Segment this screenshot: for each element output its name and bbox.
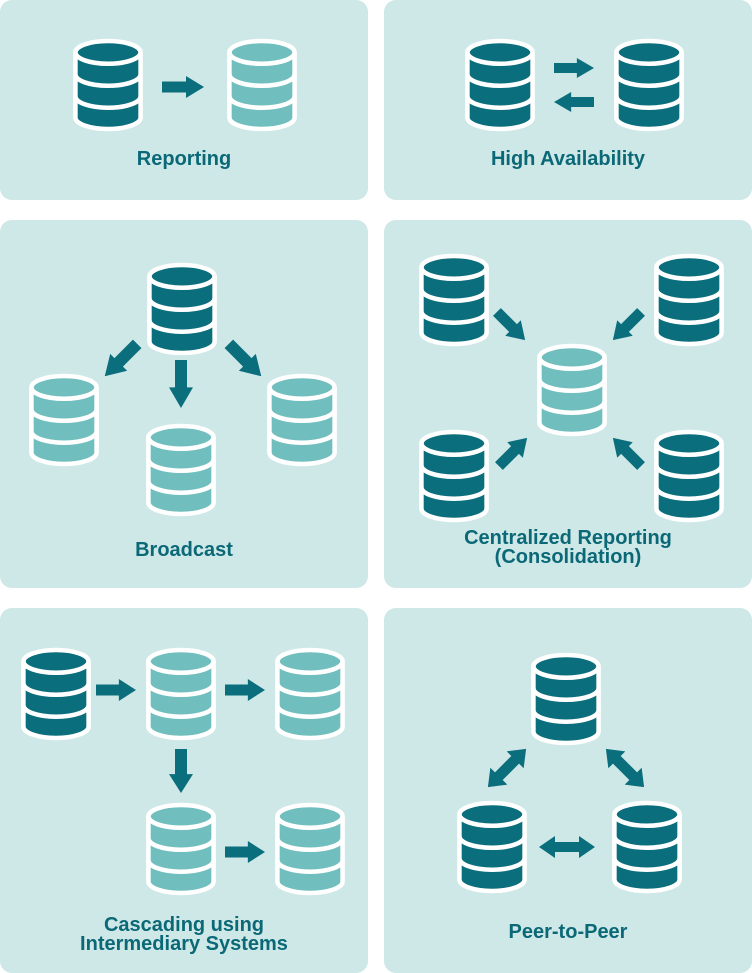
panel-title-line2: (Consolidation) [494, 546, 642, 568]
database-source-icon [651, 253, 727, 347]
database-source-icon [144, 262, 220, 356]
database-replica-icon [272, 802, 348, 896]
panel-high-availability: High Availability [384, 0, 752, 200]
arrow-left-icon [554, 92, 594, 112]
database-source-icon [416, 253, 492, 347]
panel-title: Reporting [136, 148, 232, 170]
database-source-icon [651, 429, 727, 523]
arrow-right-icon [225, 679, 265, 701]
database-source-icon [18, 647, 94, 741]
database-peer-icon [528, 652, 604, 746]
database-source-icon [70, 38, 146, 132]
arrow-up-right-icon [491, 430, 535, 474]
database-replica-icon [264, 373, 340, 467]
panel-reporting: Reporting [0, 0, 368, 200]
panel-title-line2: Intermediary Systems [80, 933, 288, 955]
database-peer-icon [454, 800, 530, 894]
database-source-icon [416, 429, 492, 523]
arrow-right-icon [162, 76, 204, 98]
arrow-right-icon [554, 58, 594, 78]
panel-title: Centralized Reporting (Consolidation) [384, 527, 752, 568]
panel-broadcast: Broadcast [0, 220, 368, 588]
arrow-right-icon [96, 679, 136, 701]
panel-title-line1: Cascading using [103, 914, 265, 936]
database-intermediary-icon [143, 647, 219, 741]
arrow-down-right-icon [489, 304, 533, 348]
database-replica-icon [143, 423, 219, 517]
database-intermediary-icon [143, 802, 219, 896]
panel-title: Cascading using Intermediary Systems [0, 914, 368, 955]
arrow-right-icon [225, 841, 265, 863]
arrow-up-left-icon [605, 430, 649, 474]
panel-peer-to-peer: Peer-to-Peer [384, 608, 752, 973]
arrow-down-left-icon [605, 304, 649, 348]
arrow-down-right-icon [220, 335, 269, 384]
database-replica-icon [272, 647, 348, 741]
database-replica-icon [26, 373, 102, 467]
panel-title: Broadcast [135, 539, 233, 561]
panel-centralized-reporting: Centralized Reporting (Consolidation) [384, 220, 752, 588]
arrow-down-icon [169, 360, 193, 408]
database-central-replica-icon [534, 343, 610, 437]
panel-title: Peer-to-Peer [508, 921, 628, 943]
double-arrow-diagonal-icon [597, 740, 652, 795]
database-replica-icon [224, 38, 300, 132]
database-standby-icon [611, 38, 687, 132]
panel-cascading: Cascading using Intermediary Systems [0, 608, 368, 973]
database-peer-icon [609, 800, 685, 894]
panel-title-line1: Centralized Reporting [464, 527, 672, 549]
double-arrow-horizontal-icon [539, 836, 595, 858]
arrow-down-left-icon [96, 335, 145, 384]
double-arrow-diagonal-icon [479, 740, 534, 795]
database-primary-icon [462, 38, 538, 132]
panel-title: High Availability [490, 148, 646, 170]
arrow-down-icon [169, 749, 193, 793]
